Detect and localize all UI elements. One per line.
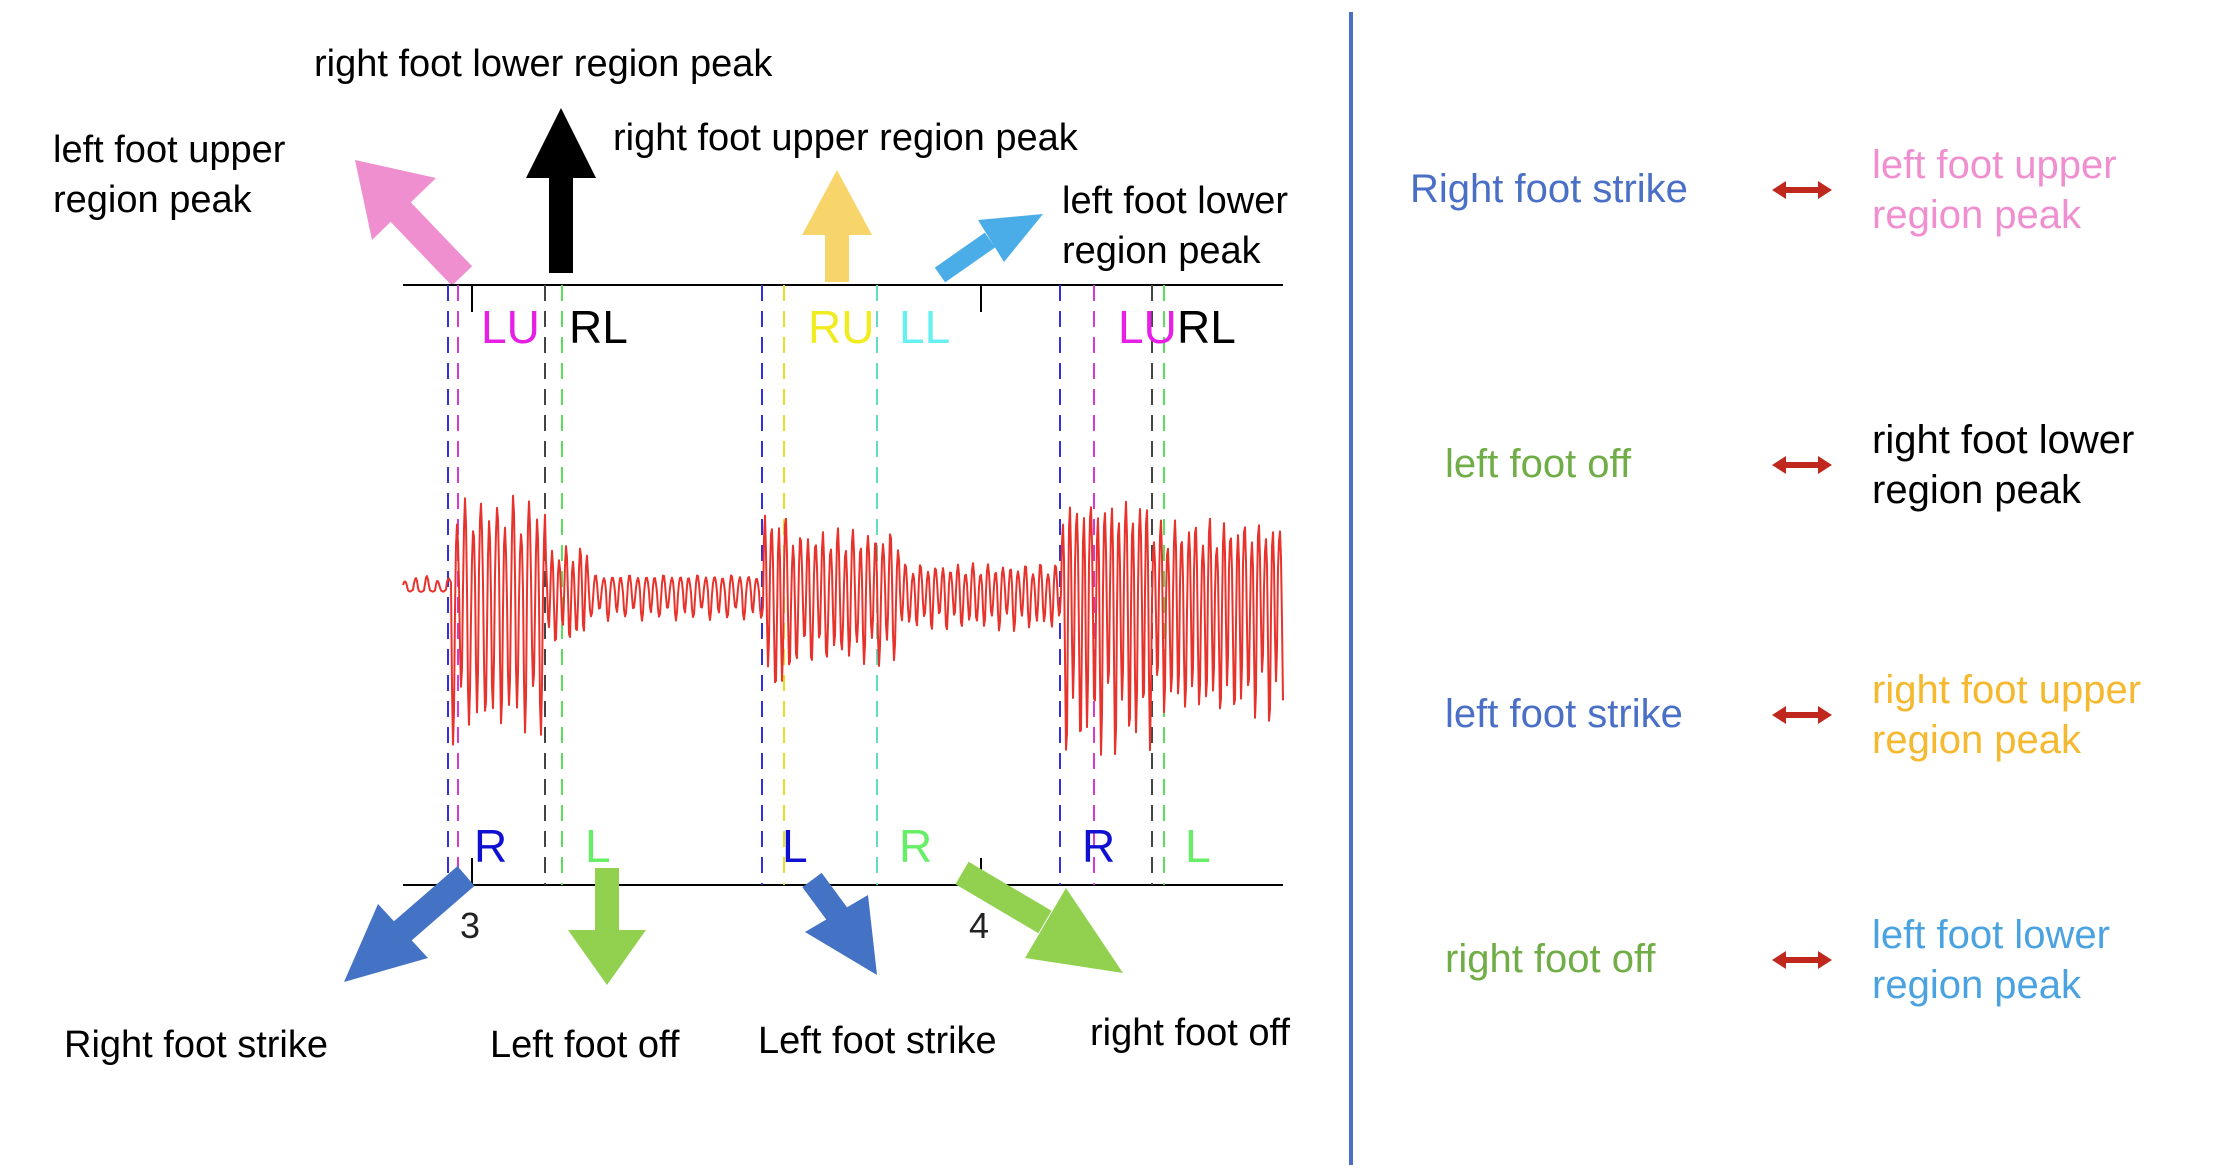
acceleration-signal	[402, 494, 1284, 756]
left-strike-annotation: Left foot strike	[758, 1020, 997, 1062]
region-label-lu-2: LU	[1118, 301, 1177, 353]
right-strike-annotation: Right foot strike	[64, 1024, 328, 1066]
axis-tick-label-4: 4	[969, 905, 989, 946]
foot-label-l-2: L	[782, 820, 808, 872]
region-label-rl-2: RL	[1177, 301, 1236, 353]
blue-arrow-icon-2	[802, 872, 877, 975]
double-arrow-icon	[1772, 951, 1832, 969]
legend-event-label: left foot off	[1445, 442, 1632, 486]
double-arrow-icon	[1772, 706, 1832, 724]
foot-label-r-2: R	[899, 820, 932, 872]
legend-event-label: Right foot strike	[1410, 167, 1688, 211]
foot-label-l: L	[585, 820, 611, 872]
double-arrow-icon	[1772, 456, 1832, 474]
foot-label-l-3: L	[1185, 820, 1211, 872]
blue-arrow-icon	[344, 866, 475, 982]
green-arrow-icon-2	[955, 861, 1123, 973]
region-label-ll: LL	[899, 301, 950, 353]
right-off-annotation: right foot off	[1090, 1012, 1290, 1054]
region-label-ru: RU	[808, 301, 874, 353]
pink-arrow-icon	[355, 160, 473, 286]
green-arrow-icon	[568, 868, 646, 985]
region-label-rl: RL	[569, 301, 628, 353]
yellow-arrow-icon	[802, 170, 872, 282]
right-lower-peak-annotation: right foot lower region peak	[314, 43, 773, 85]
black-arrow-icon	[526, 108, 596, 273]
left-off-annotation: Left foot off	[490, 1024, 680, 1066]
region-label-lu: LU	[481, 301, 540, 353]
foot-label-r-3: R	[1082, 820, 1115, 872]
legend-event-label: right foot off	[1445, 937, 1656, 981]
sky-arrow-icon	[934, 214, 1043, 283]
foot-label-r: R	[474, 820, 507, 872]
right-upper-peak-annotation: right foot upper region peak	[613, 117, 1079, 159]
legend-event-label: left foot strike	[1445, 692, 1683, 736]
double-arrow-icon	[1772, 181, 1832, 199]
axis-tick-label-3: 3	[460, 905, 480, 946]
